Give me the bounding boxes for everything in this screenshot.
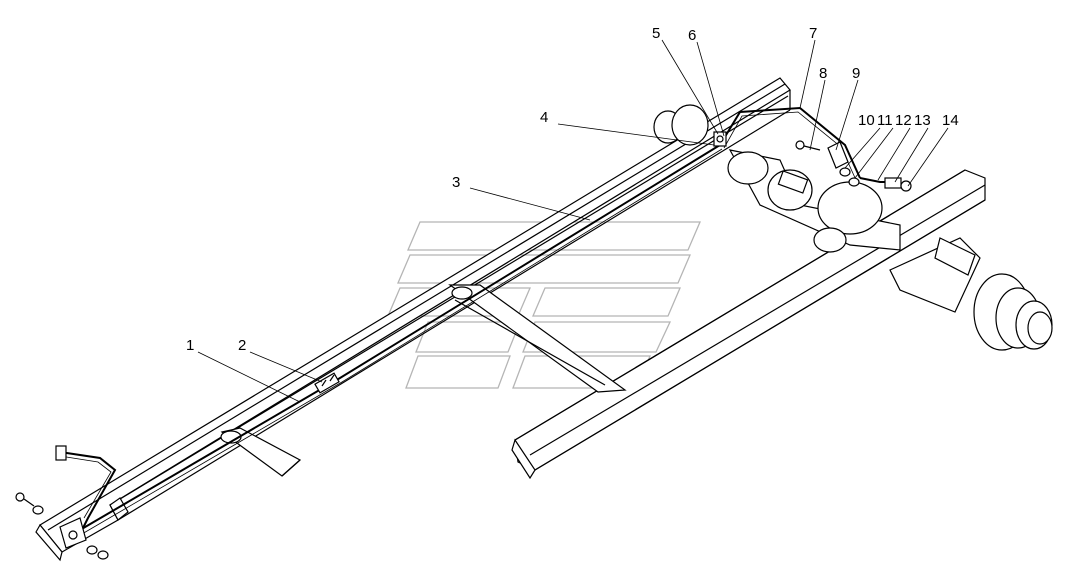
callout-14: 14 <box>942 112 959 129</box>
cross-member-middle <box>448 284 627 393</box>
rear-tee-fitting <box>884 177 912 192</box>
callout-1: 1 <box>186 337 194 354</box>
pipe-clip-front <box>713 131 727 147</box>
callout-labels: 1 2 3 4 5 6 7 8 9 10 11 12 13 14 <box>186 25 959 354</box>
callout-9: 9 <box>852 65 860 82</box>
callout-2: 2 <box>238 337 246 354</box>
inline-connector <box>314 372 340 394</box>
rear-axle-housing <box>653 104 1053 351</box>
callout-3: 3 <box>452 174 460 191</box>
callout-12: 12 <box>895 112 912 129</box>
callout-4: 4 <box>540 109 548 126</box>
leader-lines <box>197 39 949 403</box>
callout-11: 11 <box>877 112 893 129</box>
callout-8: 8 <box>819 65 827 82</box>
callout-5: 5 <box>652 25 660 42</box>
rear-bracket <box>795 140 849 169</box>
front-bent-pipe <box>15 445 117 560</box>
callout-7: 7 <box>809 25 817 42</box>
callout-10: 10 <box>858 112 875 129</box>
left-frame-rail <box>35 77 791 562</box>
cross-member-front <box>220 427 302 477</box>
callout-13: 13 <box>914 112 931 129</box>
brake-line-main <box>79 144 723 535</box>
callout-6: 6 <box>688 27 696 44</box>
